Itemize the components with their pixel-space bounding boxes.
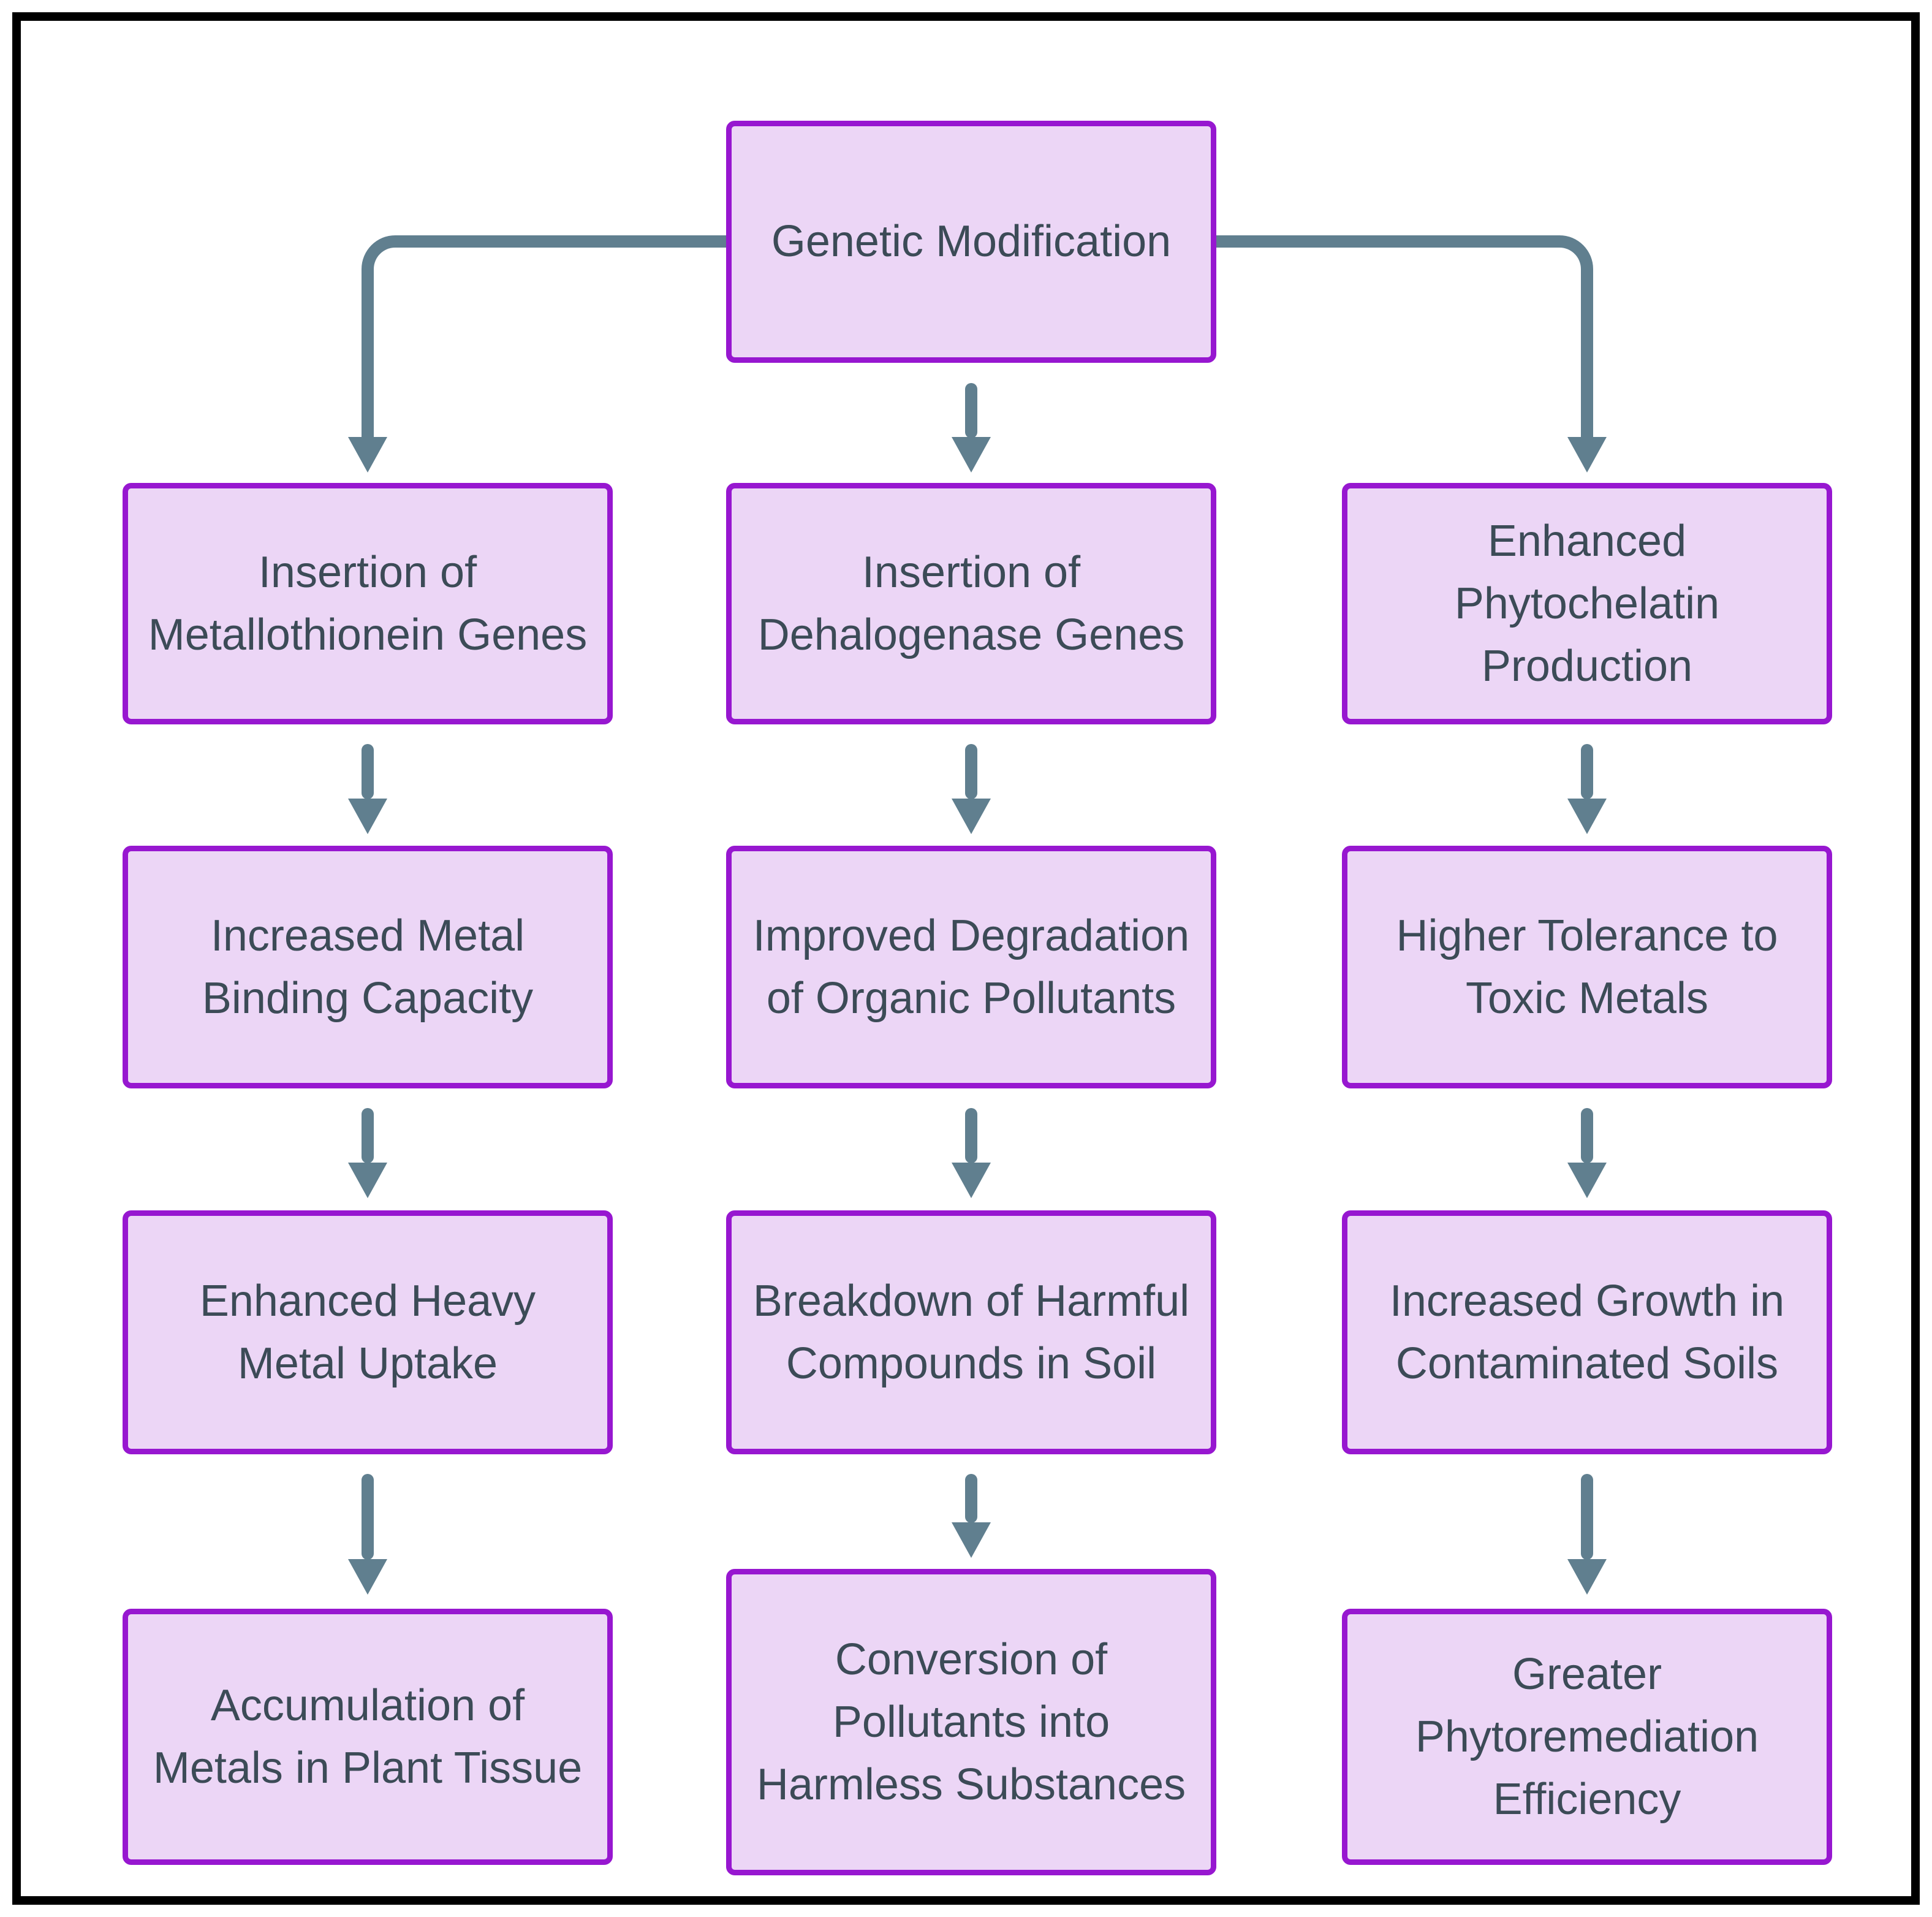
outer-frame — [12, 12, 1920, 1905]
node-increased-growth-contaminated-soils: Increased Growth in Contaminated Soils — [1342, 1210, 1832, 1454]
node-label: Enhanced Phytochelatin Production — [1454, 516, 1720, 691]
arrowhead-down-icon — [1567, 799, 1607, 834]
node-improved-degradation-organic-pollutants: Improved Degradation of Organic Pollutan… — [726, 846, 1216, 1088]
node-label: Insertion of Dehalogenase Genes — [757, 547, 1185, 659]
connector-left-row1-row2 — [362, 744, 374, 799]
arrowhead-down-icon — [348, 1559, 387, 1595]
node-label: Greater Phytoremediation Efficiency — [1415, 1649, 1759, 1824]
node-label: Increased Growth in Contaminated Soils — [1389, 1276, 1785, 1388]
node-greater-phytoremediation-efficiency: Greater Phytoremediation Efficiency — [1342, 1609, 1832, 1865]
connector-middle-row3-row4 — [965, 1474, 977, 1523]
node-label: Insertion of Metallothionein Genes — [148, 547, 588, 659]
arrowhead-down-icon — [1567, 1163, 1607, 1198]
arrowhead-down-icon — [1567, 437, 1607, 473]
node-label: Higher Tolerance to Toxic Metals — [1396, 911, 1778, 1023]
connector-root-to-right-column — [1216, 235, 1593, 438]
arrowhead-down-icon — [1567, 1559, 1607, 1595]
node-label: Accumulation of Metals in Plant Tissue — [153, 1680, 583, 1793]
node-enhanced-heavy-metal-uptake: Enhanced Heavy Metal Uptake — [123, 1210, 613, 1454]
connector-root-to-left-column — [362, 235, 726, 438]
connector-middle-row1-row2 — [965, 744, 977, 799]
connector-left-row3-row4 — [362, 1474, 374, 1560]
node-label: Enhanced Heavy Metal Uptake — [199, 1276, 536, 1388]
node-insertion-metallothionein-genes: Insertion of Metallothionein Genes — [123, 483, 613, 724]
node-conversion-pollutants-harmless-substances: Conversion of Pollutants into Harmless S… — [726, 1569, 1216, 1875]
arrowhead-down-icon — [348, 1163, 387, 1198]
node-label: Increased Metal Binding Capacity — [202, 911, 534, 1023]
node-increased-metal-binding-capacity: Increased Metal Binding Capacity — [123, 846, 613, 1088]
node-higher-tolerance-toxic-metals: Higher Tolerance to Toxic Metals — [1342, 846, 1832, 1088]
arrowhead-down-icon — [348, 799, 387, 834]
connector-left-row2-row3 — [362, 1108, 374, 1163]
connector-root-to-middle-column — [965, 383, 977, 438]
node-accumulation-metals-plant-tissue: Accumulation of Metals in Plant Tissue — [123, 1609, 613, 1865]
arrowhead-down-icon — [952, 799, 991, 834]
connector-middle-row2-row3 — [965, 1108, 977, 1163]
connector-right-row1-row2 — [1581, 744, 1593, 799]
node-label: Improved Degradation of Organic Pollutan… — [752, 911, 1190, 1023]
node-genetic-modification: Genetic Modification — [726, 121, 1216, 363]
node-label: Genetic Modification — [771, 217, 1172, 267]
node-breakdown-harmful-compounds-soil: Breakdown of Harmful Compounds in Soil — [726, 1210, 1216, 1454]
connector-right-row2-row3 — [1581, 1108, 1593, 1163]
arrowhead-down-icon — [952, 437, 991, 473]
node-label: Conversion of Pollutants into Harmless S… — [756, 1634, 1186, 1810]
node-enhanced-phytochelatin-production: Enhanced Phytochelatin Production — [1342, 483, 1832, 724]
arrowhead-down-icon — [952, 1522, 991, 1558]
connector-right-row3-row4 — [1581, 1474, 1593, 1560]
node-insertion-dehalogenase-genes: Insertion of Dehalogenase Genes — [726, 483, 1216, 724]
node-label: Breakdown of Harmful Compounds in Soil — [752, 1276, 1190, 1388]
arrowhead-down-icon — [348, 437, 387, 473]
arrowhead-down-icon — [952, 1163, 991, 1198]
